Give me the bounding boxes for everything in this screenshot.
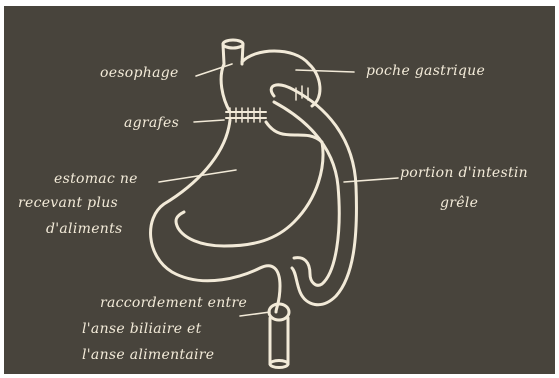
label-estomac-line-3: d'aliments bbox=[46, 222, 123, 236]
label-estomac-line-1: estomac ne bbox=[54, 172, 138, 186]
label-raccordement-line-3: l'anse alimentaire bbox=[82, 348, 214, 362]
leader-raccordement bbox=[240, 312, 270, 316]
excluded-stomach-inner bbox=[176, 122, 323, 246]
staples bbox=[230, 108, 260, 122]
chalkboard: oesophage poche gastrique agrafes estoma… bbox=[4, 6, 555, 374]
leader-portion bbox=[344, 178, 398, 182]
leader-poche bbox=[296, 70, 354, 72]
oesophagus-top bbox=[223, 40, 243, 48]
label-oesophage: oesophage bbox=[100, 66, 179, 80]
leader-agrafes bbox=[194, 120, 224, 122]
label-portion-line-1: portion d'intestin bbox=[400, 166, 528, 180]
leader-oesophage bbox=[196, 64, 232, 76]
label-portion-line-2: grêle bbox=[440, 196, 478, 210]
anastomosis bbox=[269, 304, 289, 320]
common-limb-end bbox=[270, 361, 288, 368]
bypass-diagram bbox=[4, 6, 555, 374]
common-limb bbox=[270, 318, 288, 364]
label-raccordement-line-1: raccordement entre bbox=[100, 296, 247, 310]
label-poche-gastrique: poche gastrique bbox=[366, 64, 485, 78]
label-agrafes: agrafes bbox=[124, 116, 179, 130]
label-raccordement-line-2: l'anse biliaire et bbox=[82, 322, 202, 336]
excluded-stomach bbox=[151, 120, 280, 312]
intestinal-limb-inner bbox=[274, 102, 339, 285]
gastric-pouch bbox=[221, 51, 320, 112]
label-estomac-line-2: recevant plus bbox=[18, 196, 118, 210]
